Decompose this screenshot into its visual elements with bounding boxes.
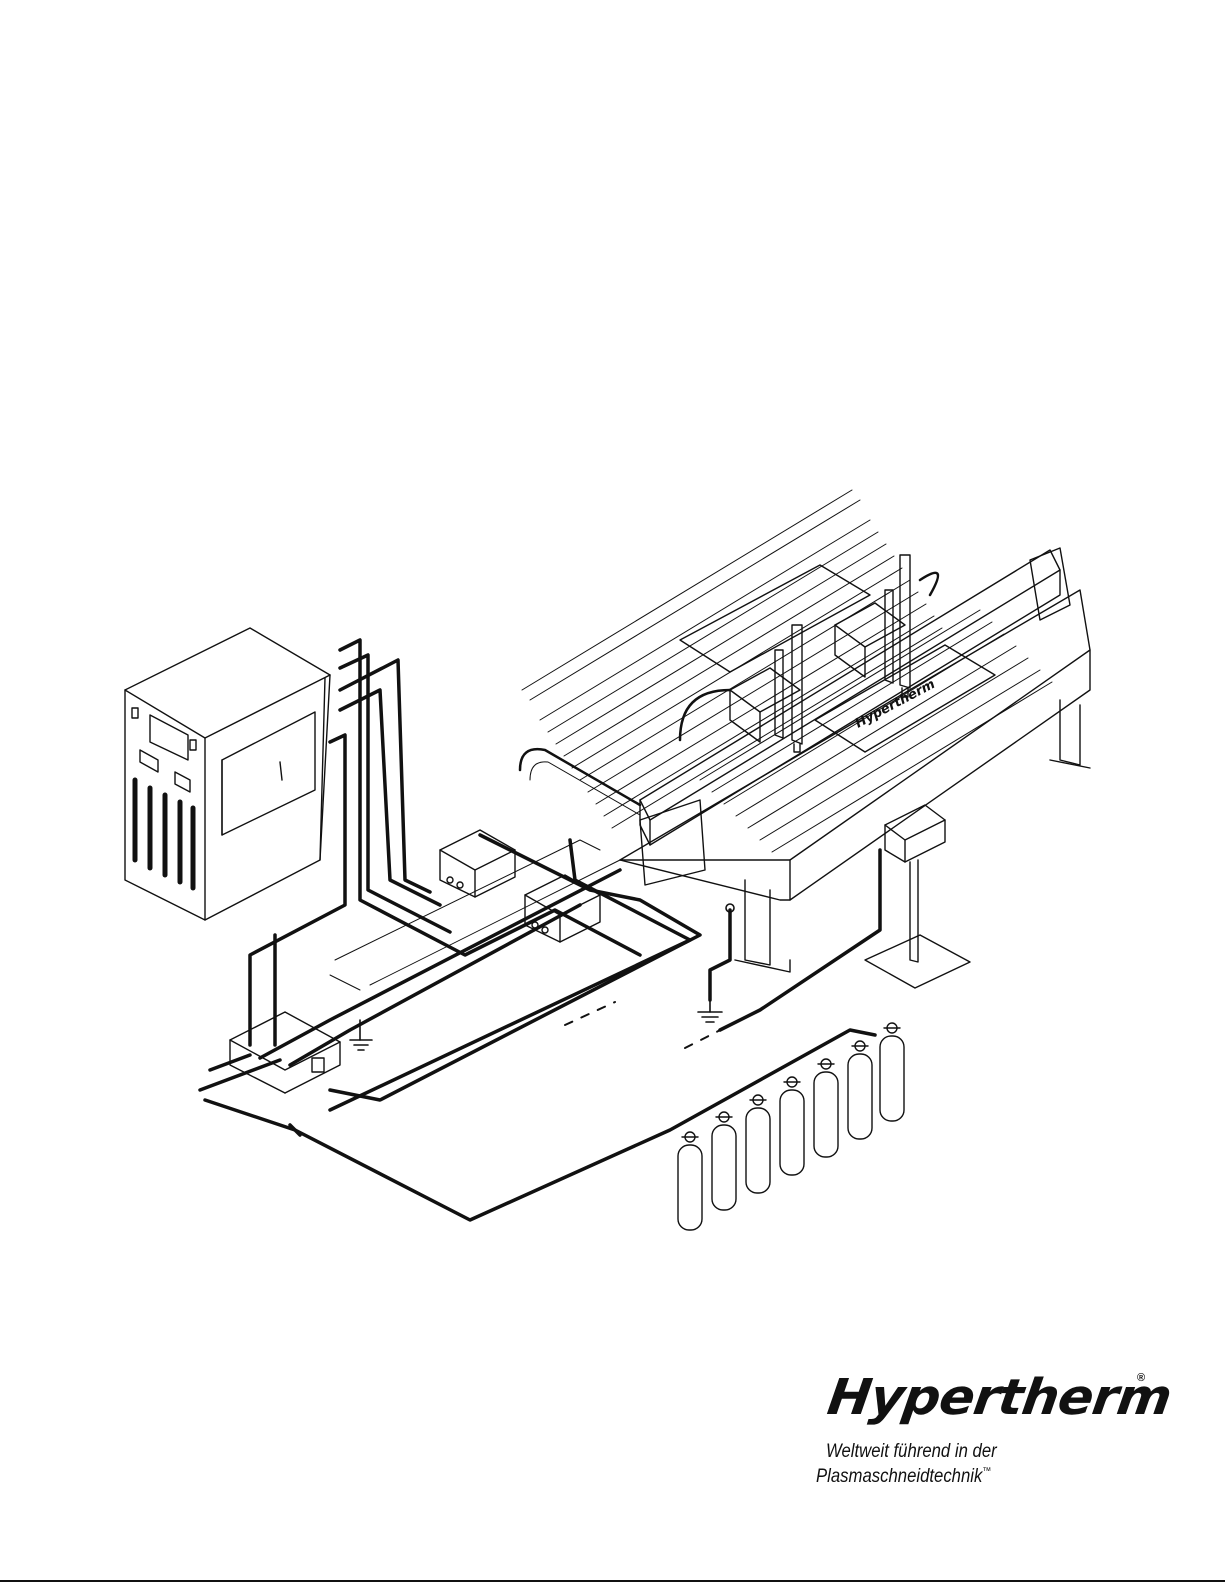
bottom-rule — [0, 1580, 1225, 1582]
cutting-table-icon: Hypertherm — [520, 490, 1090, 972]
plasma-power-supply-icon — [125, 628, 330, 920]
tagline-line-1: Weltweit führend in der — [826, 1441, 997, 1463]
registered-mark: ® — [1137, 1372, 1145, 1384]
tagline-line-2: Plasmaschneidtechnik™ — [816, 1466, 991, 1488]
logo-wordmark: Hypertherm — [824, 1370, 1175, 1427]
tagline-line-2-text: Plasmaschneidtechnik — [816, 1466, 982, 1487]
table-brand-text: Hypertherm — [853, 677, 938, 732]
gas-console-icon — [440, 830, 600, 942]
gas-cylinder-icon — [678, 1023, 904, 1230]
trademark-mark: ™ — [982, 1466, 991, 1477]
hypertherm-logo: Hypertherm ® — [828, 1368, 1158, 1428]
